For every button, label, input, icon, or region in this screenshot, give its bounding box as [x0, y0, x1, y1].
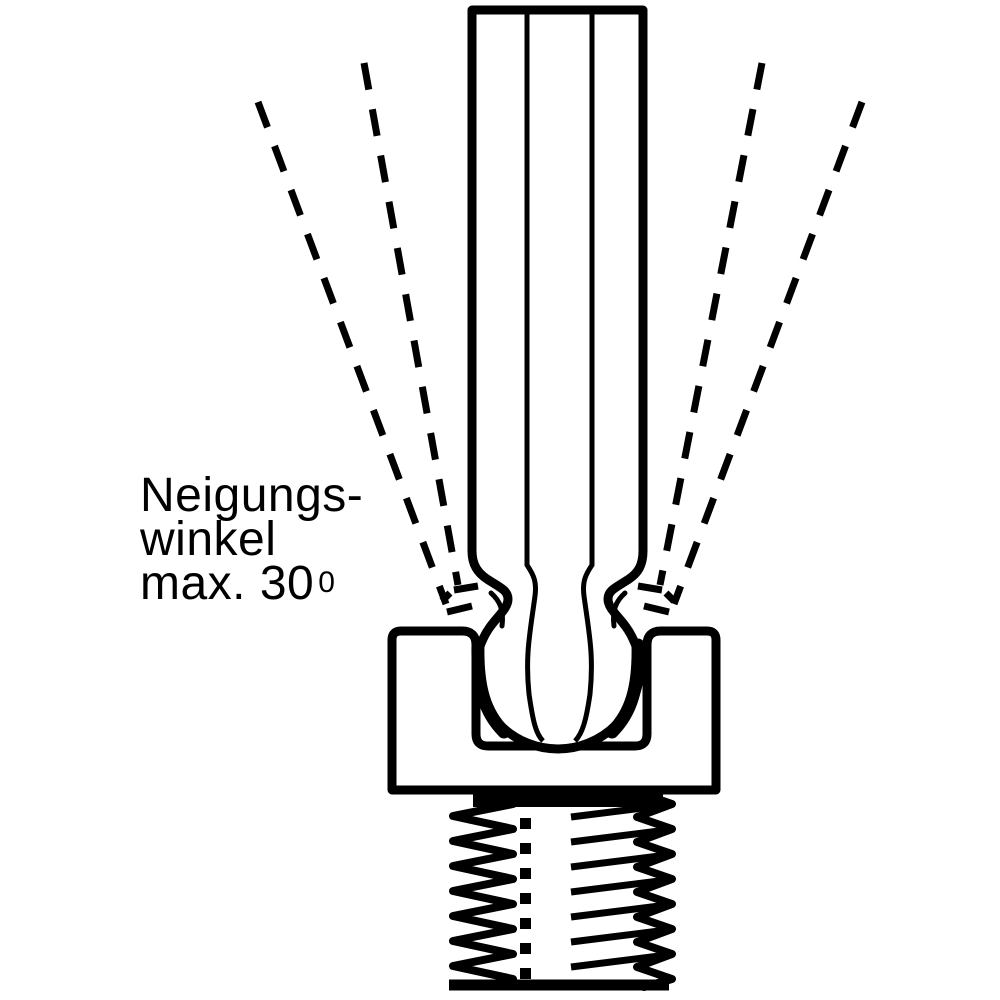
neck-crease-right [611, 590, 628, 629]
neck-crease-left [488, 590, 505, 629]
threaded-shank [449, 788, 676, 991]
dot [520, 968, 531, 979]
dash [643, 602, 670, 616]
thread-helix-lines [570, 801, 668, 971]
dot [520, 943, 531, 954]
label-line-2: winkel [139, 513, 276, 566]
tilt-angle-dashed-lines [254, 62, 866, 616]
thread-line [570, 826, 668, 846]
thread-line [570, 851, 668, 871]
dash [637, 582, 663, 594]
dot [520, 818, 531, 829]
thread-line [570, 801, 668, 821]
thread-line [570, 901, 668, 921]
dash [663, 590, 677, 604]
thread-line [570, 951, 668, 971]
hex-key-outline [467, 5, 648, 754]
shank-top-bar [473, 792, 663, 807]
label-line-1: Neigungs- [140, 469, 363, 522]
center-dotted-line [520, 818, 531, 979]
ball-contact-shading-right [605, 638, 645, 739]
label-angle-value: max. 30 [140, 557, 314, 610]
dash [446, 602, 473, 616]
dot [520, 893, 531, 904]
thread-left-zigzag [449, 800, 517, 983]
thread-line [570, 926, 668, 946]
ball-end [471, 638, 645, 739]
hex-key [467, 5, 648, 754]
tilt-line-end-dashes [439, 582, 677, 616]
hex-key-inner-edge-left [524, 12, 545, 743]
dot [520, 918, 531, 929]
dot [520, 868, 531, 879]
degree-superscript: 0 [318, 566, 335, 599]
ball-contact-shading-left [471, 638, 511, 739]
tilt-line-left-inner-icon [360, 62, 462, 586]
hex-key-inner-edge-right [573, 12, 595, 743]
dot [520, 843, 531, 854]
tilt-line-right-inner-icon [656, 62, 766, 586]
tilt-line-right-outer-icon [670, 100, 866, 606]
tilt-line-left-outer-icon [254, 100, 450, 606]
dash [453, 582, 479, 594]
dash [439, 590, 453, 604]
thread-line [570, 876, 668, 896]
